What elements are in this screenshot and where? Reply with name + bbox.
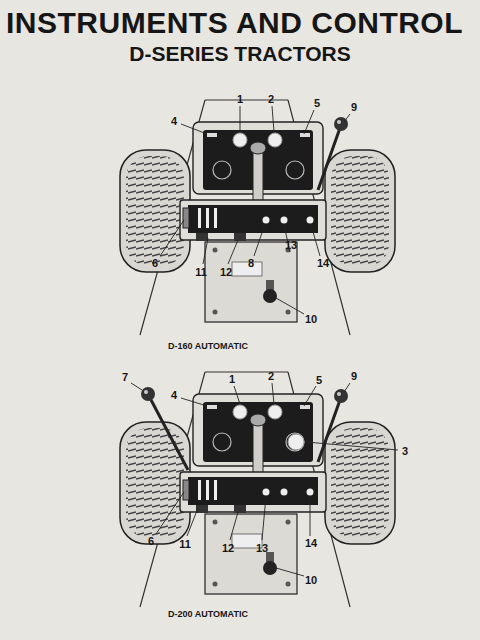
callout-number: 8 [248, 257, 254, 269]
callout-number: 1 [237, 93, 243, 105]
callout-number: 10 [305, 313, 317, 325]
callout-number: 13 [256, 542, 268, 554]
callout-number: 11 [195, 266, 207, 278]
callout-number: 14 [305, 537, 317, 549]
callout-number: 9 [351, 101, 357, 113]
callout-number: 13 [285, 239, 297, 251]
callout-number: 4 [171, 115, 177, 127]
subtitle: D-SERIES TRACTORS [129, 42, 350, 66]
callout-number: 2 [268, 370, 274, 382]
callout-number: 1 [229, 373, 235, 385]
callout-number: 3 [402, 445, 408, 457]
callout-number: 10 [305, 574, 317, 586]
callout-number: 5 [314, 97, 320, 109]
callout-number: 11 [179, 538, 191, 550]
caption-text: D-200 AUTOMATIC [168, 609, 248, 619]
callout-number: 6 [152, 257, 158, 269]
callout-number: 4 [171, 389, 177, 401]
callout-number: 12 [220, 266, 232, 278]
callout-number: 6 [148, 535, 154, 547]
callout-number: 5 [316, 374, 322, 386]
callout-number: 9 [351, 370, 357, 382]
callout-number: 7 [122, 371, 128, 383]
caption-text: D-160 AUTOMATIC [168, 341, 248, 351]
callout-number: 14 [317, 257, 329, 269]
page-title: INSTRUMENTS AND CONTROL [6, 6, 463, 40]
callout-number: 12 [222, 542, 234, 554]
callout-number: 2 [268, 93, 274, 105]
